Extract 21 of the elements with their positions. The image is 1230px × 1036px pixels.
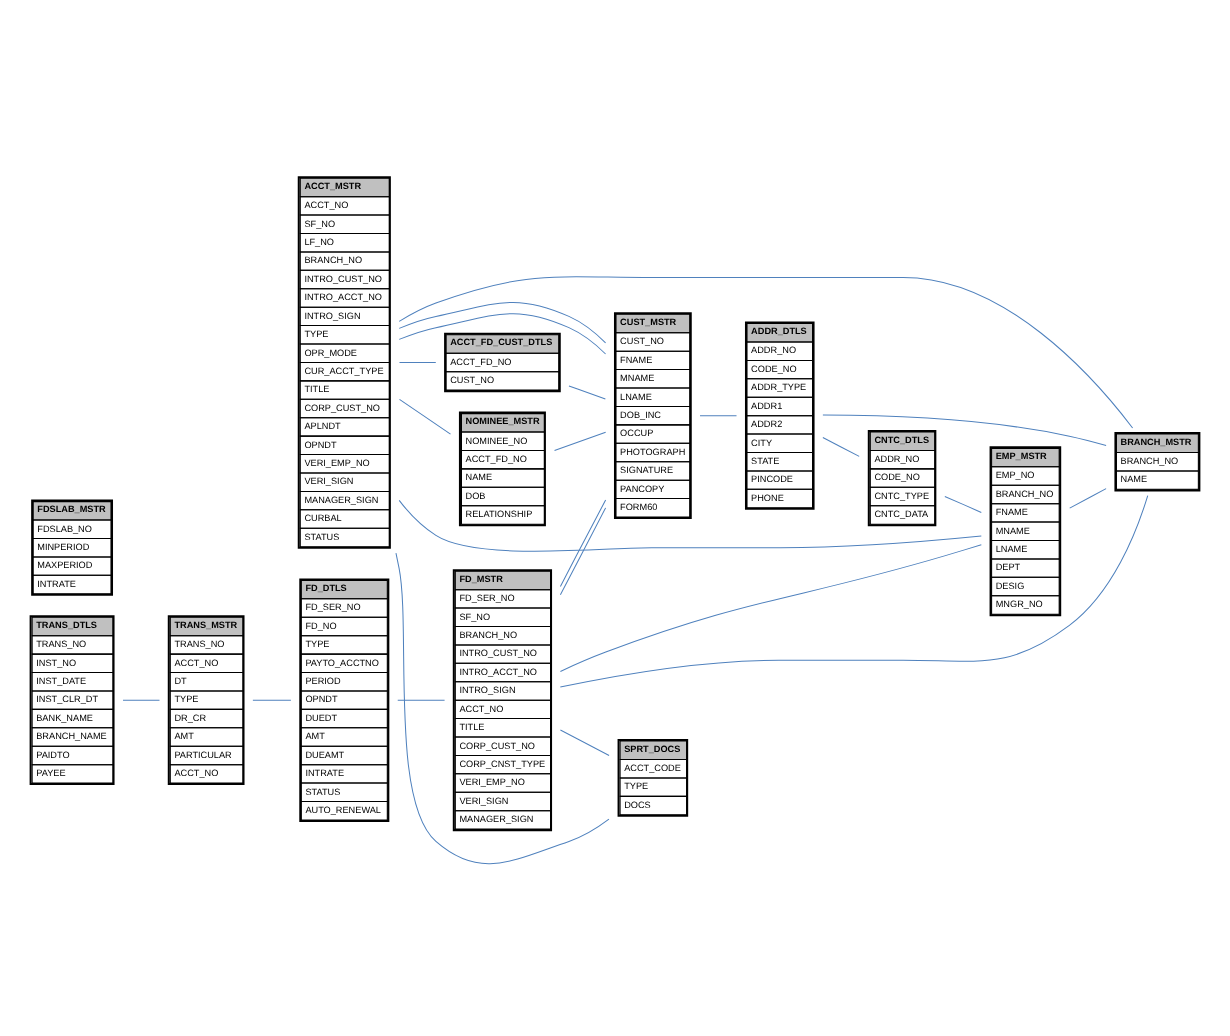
connector bbox=[398, 361, 437, 363]
connector bbox=[699, 415, 738, 417]
connector bbox=[395, 552, 610, 865]
connector bbox=[559, 507, 607, 596]
connector bbox=[559, 499, 607, 587]
connector bbox=[822, 437, 860, 457]
connector bbox=[398, 301, 607, 344]
connector bbox=[397, 699, 446, 701]
connector bbox=[398, 499, 982, 552]
connector bbox=[252, 699, 292, 701]
connector bbox=[559, 544, 982, 672]
connector bbox=[398, 276, 1134, 429]
connector bbox=[559, 495, 1149, 688]
connector bbox=[822, 414, 1107, 446]
connector bbox=[944, 495, 982, 513]
connector bbox=[398, 398, 451, 435]
connector bbox=[559, 729, 610, 757]
connector bbox=[554, 431, 607, 452]
connector bbox=[1069, 488, 1107, 509]
connector bbox=[568, 385, 606, 400]
connector bbox=[122, 699, 160, 701]
